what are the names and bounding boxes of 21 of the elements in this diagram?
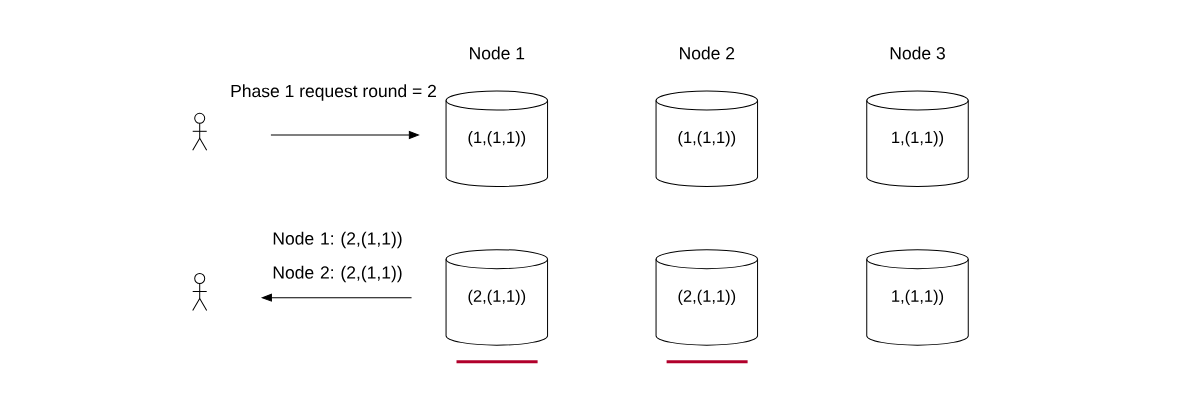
node-label: (2,(1,1)) xyxy=(468,289,526,306)
edge-label: Phase 1 request round = 2 xyxy=(229,83,438,102)
column-heading: Node 2 xyxy=(680,46,735,60)
database-cylinder: 1,(1,1)) xyxy=(866,249,969,346)
database-cylinder: (1,(1,1)) xyxy=(445,90,549,188)
database-cylinder: (2,(1,1)) xyxy=(445,249,549,346)
database-cylinder: (1,(1,1)) xyxy=(655,90,759,188)
arrow xyxy=(261,293,413,302)
database-cylinder: (2,(1,1)) xyxy=(655,249,759,346)
person-icon xyxy=(192,112,208,151)
edge-label: Node 1: (2,(1,1)) Node 2: (2,(1,1)) xyxy=(261,230,414,284)
node-label: 1,(1,1)) xyxy=(892,289,944,306)
column-heading: Node 1 xyxy=(470,46,525,60)
node-label: (1,(1,1)) xyxy=(468,131,526,147)
arrow xyxy=(270,131,419,139)
node-label: 1,(1,1)) xyxy=(892,131,944,147)
database-cylinder: 1,(1,1)) xyxy=(866,90,969,188)
person-icon xyxy=(192,273,208,311)
column-heading: Node 3 xyxy=(890,46,945,60)
node-label: (1,(1,1)) xyxy=(678,131,736,147)
node-label: (2,(1,1)) xyxy=(678,289,736,306)
